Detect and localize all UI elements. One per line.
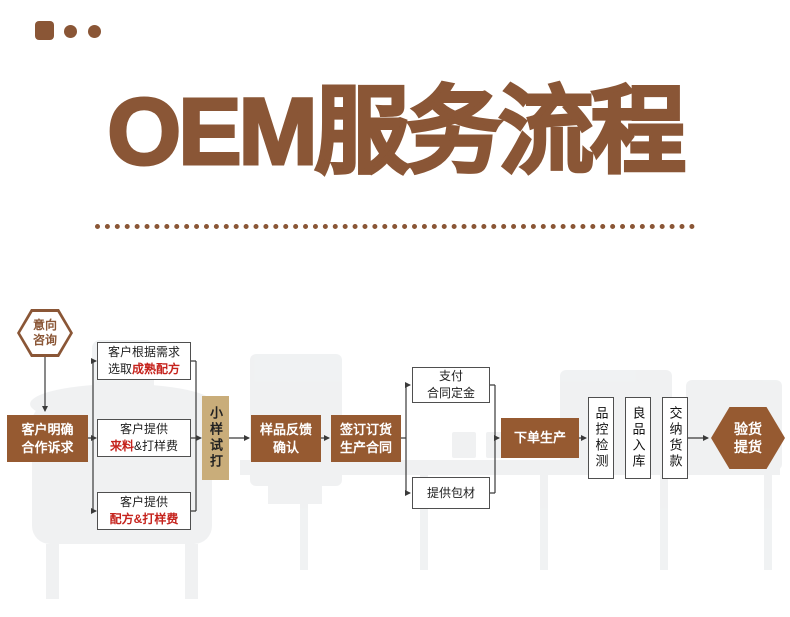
flow-step-sample-trial: 小样试打 [202, 396, 229, 480]
flow-option-mature-formula: 客户根据需求 选取成熟配方 [97, 342, 191, 380]
flow-step-qc-check: 品控检测 [588, 397, 614, 479]
flow-start-label: 意向 咨询 [20, 312, 70, 354]
flow-option-customer-recipe: 客户提供 配方&打样费 [97, 492, 191, 530]
dotted-separator [95, 224, 695, 229]
flow-step-sample-feedback: 样品反馈 确认 [251, 415, 321, 462]
option-formula-line2: 选取成熟配方 [107, 362, 181, 376]
deco-dot-icon [88, 25, 101, 38]
start-line1: 意向 [32, 318, 57, 332]
option-material-line1: 客户提供 [119, 422, 168, 437]
deposit-line2: 合同定金 [426, 386, 475, 400]
contract-line2: 生产合同 [339, 439, 392, 455]
feedback-line1: 样品反馈 [259, 422, 312, 438]
demand-line2: 合作诉求 [21, 439, 74, 455]
start-line2: 咨询 [32, 333, 57, 347]
flow-step-pay-deposit: 支付 合同定金 [412, 367, 490, 403]
flow-step-production-order: 下单生产 [501, 418, 579, 458]
option-recipe-line2: 配方&打样费 [109, 512, 179, 526]
page-title: OEM服务流程 [106, 79, 687, 186]
flow-step-provide-packaging: 提供包材 [412, 477, 490, 509]
flow-step-warehouse-in: 良品入库 [625, 397, 651, 479]
option-formula-line1: 客户根据需求 [107, 345, 180, 360]
deposit-line1: 支付 [438, 369, 463, 384]
end-line2: 提货 [734, 439, 762, 455]
deco-square-icon [35, 21, 54, 40]
contract-line1: 签订订货 [339, 422, 392, 438]
flow-step-sign-contract: 签订订货 生产合同 [331, 415, 401, 462]
option-recipe-line1: 客户提供 [119, 495, 168, 510]
flow-step-pay-goods: 交纳货款 [662, 397, 688, 479]
feedback-line2: 确认 [272, 439, 299, 455]
end-line1: 验货 [734, 420, 762, 437]
option-material-line2: 来料&打样费 [109, 439, 179, 453]
flow-step-customer-demand: 客户明确 合作诉求 [7, 415, 88, 462]
flow-option-customer-material: 客户提供 来料&打样费 [97, 419, 191, 457]
demand-line1: 客户明确 [21, 422, 74, 438]
deco-dot-icon [64, 25, 77, 38]
